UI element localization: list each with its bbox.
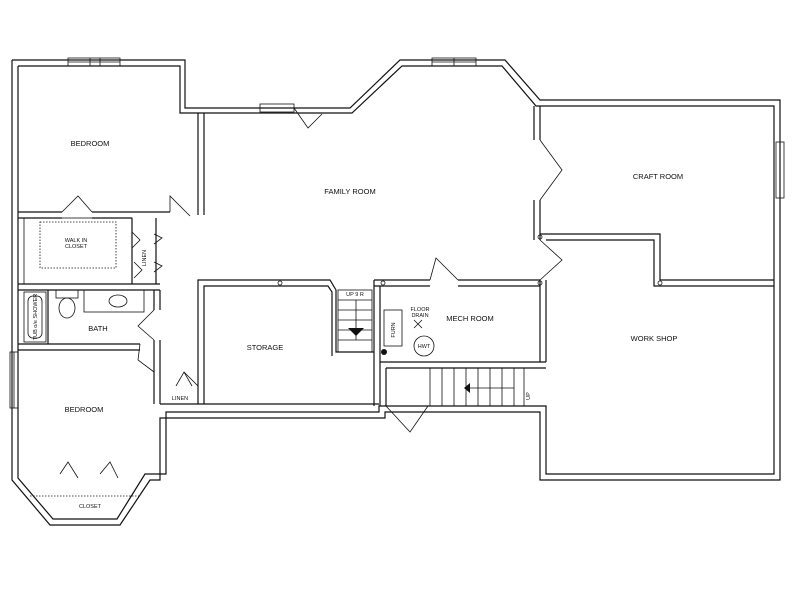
label-water-heater: HWT [418, 344, 431, 350]
room-labels: BEDROOM WALK IN CLOSET LINEN TUB o/e SHO… [33, 139, 683, 510]
label-walk-in-closet-2: CLOSET [65, 244, 88, 250]
label-tub-shower: TUB o/e SHOWER [33, 294, 39, 340]
fixtures [23, 234, 663, 497]
label-bedroom-top: BEDROOM [71, 139, 110, 148]
label-work-shop: WORK SHOP [631, 334, 678, 343]
label-floor-drain-1: FLOOR [411, 307, 430, 313]
label-bath: BATH [88, 324, 107, 333]
label-stair-up-right: UP [526, 392, 532, 400]
label-craft-room: CRAFT ROOM [633, 172, 683, 181]
stairs-mech [429, 367, 525, 407]
label-bedroom-bottom: BEDROOM [65, 405, 104, 414]
doors [59, 107, 563, 479]
exterior-walls [11, 59, 781, 526]
label-stair-up: UP 9 R [346, 292, 364, 298]
label-family-room: FAMILY ROOM [324, 187, 375, 196]
label-linen-lower: LINEN [172, 396, 188, 402]
label-furnace: FURN [391, 322, 397, 337]
label-mech-room: MECH ROOM [446, 314, 494, 323]
windows [9, 57, 785, 409]
label-walk-in-closet-1: WALK IN [65, 238, 87, 244]
label-linen-upper: LINEN [142, 250, 148, 266]
label-floor-drain-2: DRAIN [411, 313, 428, 319]
label-closet: CLOSET [79, 504, 102, 510]
stairs-storage [337, 289, 373, 353]
interior-walls [18, 106, 774, 406]
label-storage: STORAGE [247, 343, 284, 352]
